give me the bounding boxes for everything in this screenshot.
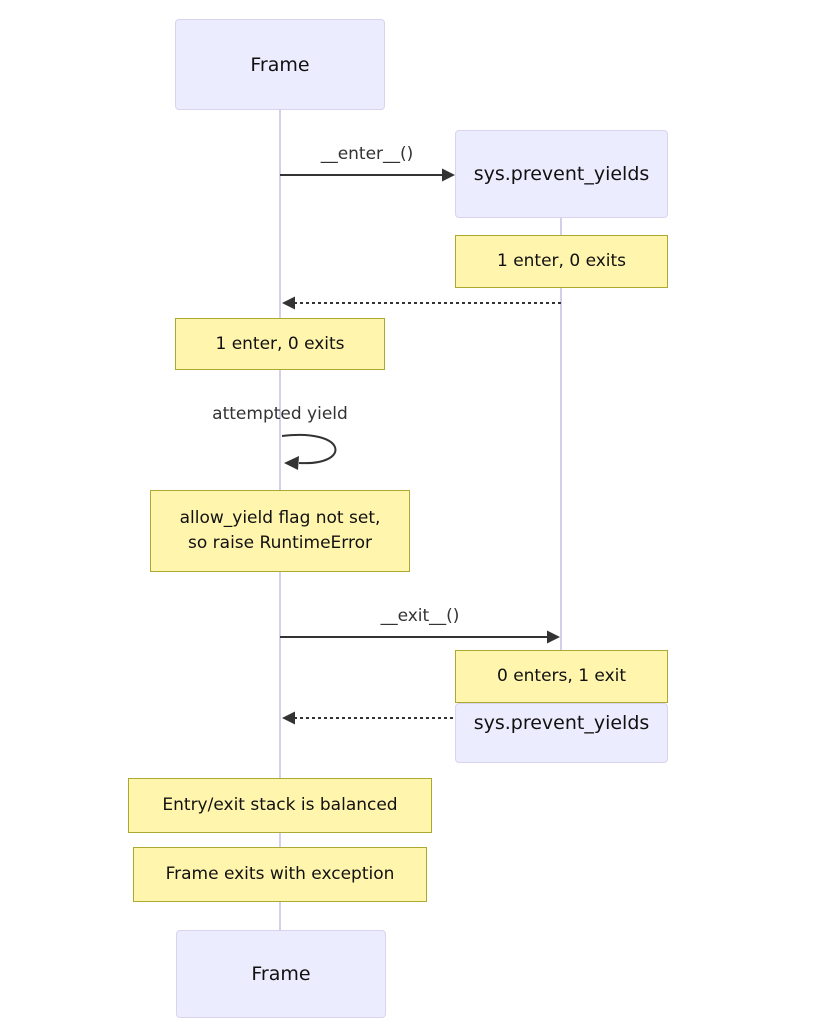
note-sys-enter: 1 enter, 0 exits <box>455 235 668 288</box>
note-text-line2: so raise RuntimeError <box>188 533 372 553</box>
note-text-line1: allow_yield flag not set, <box>179 508 381 528</box>
message-self-loop-label: attempted yield <box>212 404 348 424</box>
actor-frame-top: Frame <box>175 19 385 110</box>
note-text: 1 enter, 0 exits <box>215 333 345 354</box>
note-sys-exit: 0 enters, 1 exit <box>455 650 668 703</box>
arrowhead-left-icon <box>284 456 299 470</box>
arrowhead-right-icon <box>547 630 560 644</box>
actor-sys-label: sys.prevent_yields <box>473 712 650 734</box>
note-text: 1 enter, 0 exits <box>496 251 627 271</box>
actor-frame-label: Frame <box>251 963 311 985</box>
actor-frame-label: Frame <box>250 53 310 76</box>
actor-sys-bottom: sys.prevent_yields <box>455 703 668 763</box>
arrowhead-left-icon <box>282 296 295 310</box>
note-allow-yield: allow_yield flag not set, so raise Runti… <box>150 490 410 572</box>
arrowhead-right-icon <box>442 168 455 182</box>
actor-sys-top: sys.prevent_yields <box>455 130 668 218</box>
self-loop-arrow <box>281 433 337 470</box>
note-text: Entry/exit stack is balanced <box>162 795 398 815</box>
note-frame-enter: 1 enter, 0 exits <box>175 318 385 370</box>
message-enter-label: __enter__() <box>320 144 414 164</box>
arrowhead-left-icon <box>282 711 295 725</box>
message-enter-arrow <box>280 168 455 182</box>
actor-frame-bottom: Frame <box>176 930 386 1018</box>
message-exit-label: __exit__() <box>380 606 460 626</box>
note-frame-exception: Frame exits with exception <box>133 847 427 902</box>
note-stack-balanced: Entry/exit stack is balanced <box>128 778 432 833</box>
lifeline-sys-prevent-yields <box>560 218 562 708</box>
note-text: 0 enters, 1 exit <box>496 666 627 686</box>
message-exit-arrow <box>280 630 560 644</box>
actor-sys-label: sys.prevent_yields <box>473 163 650 185</box>
return-enter-arrow <box>282 296 561 310</box>
note-text: Frame exits with exception <box>165 864 395 884</box>
